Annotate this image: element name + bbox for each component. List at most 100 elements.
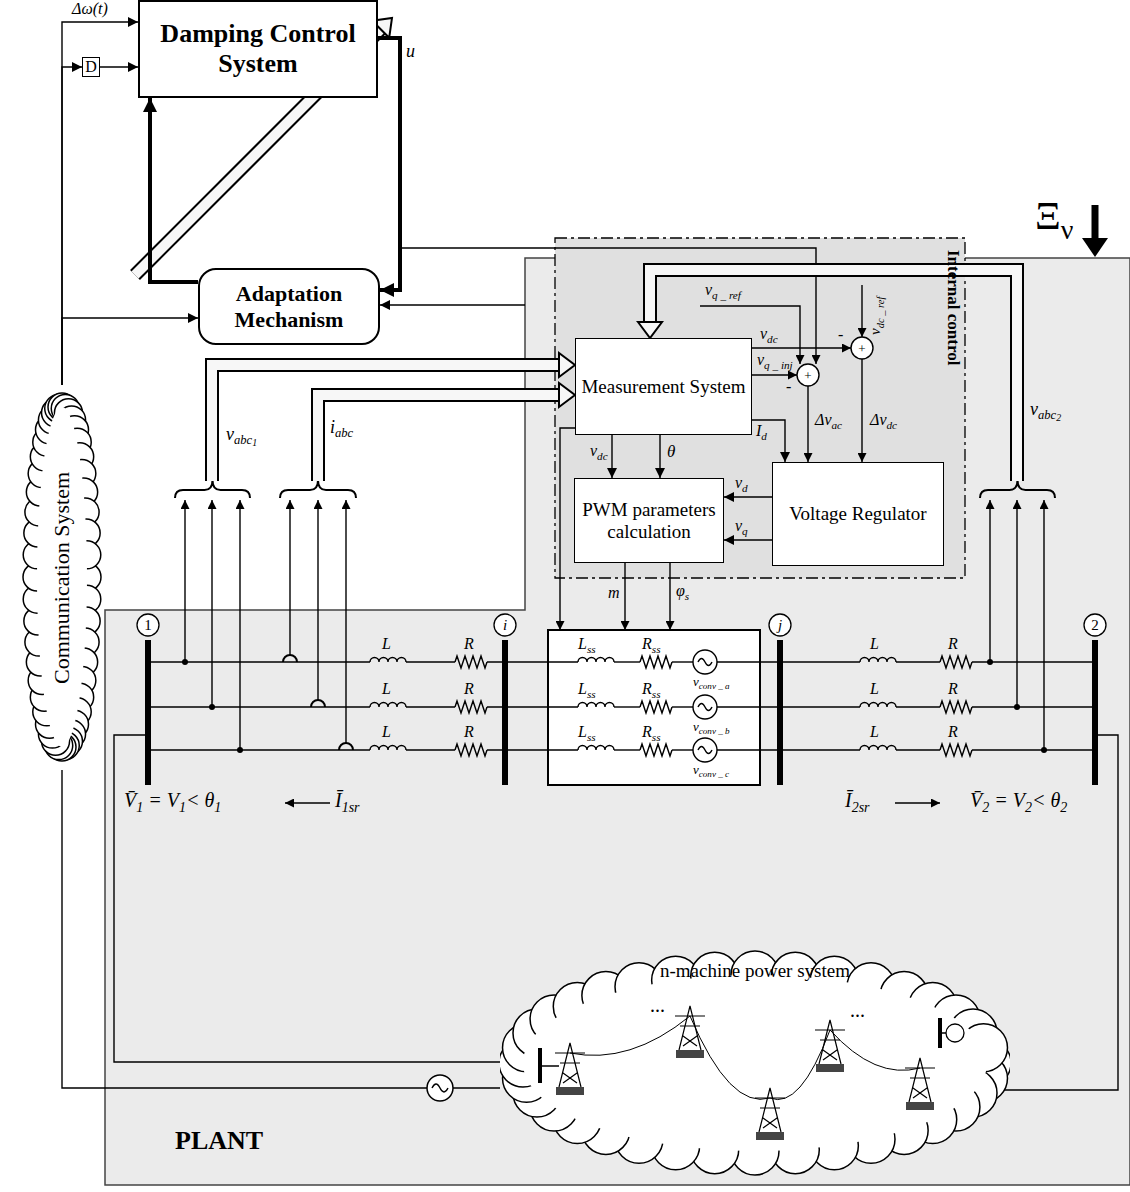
drawing-stroke bbox=[289, 500, 290, 655]
label-group: L bbox=[870, 724, 879, 740]
signal-label: q _ ref bbox=[712, 289, 741, 301]
signal-label: v bbox=[693, 674, 699, 689]
drawing-stroke bbox=[1016, 500, 1017, 707]
signal-label: ... bbox=[650, 994, 665, 1016]
bus-bar bbox=[540, 1018, 940, 1083]
signal-label: + bbox=[858, 341, 865, 356]
signal-label: s bbox=[685, 590, 689, 602]
signal-label: u bbox=[406, 41, 415, 61]
signal-label: Δω(t) bbox=[72, 0, 108, 17]
delay-box: D bbox=[82, 57, 100, 77]
signal-label: ss bbox=[652, 688, 661, 700]
label-group: - bbox=[838, 327, 843, 343]
summing-junction bbox=[797, 337, 873, 386]
signal-label: 2 bbox=[982, 800, 989, 815]
signal-label: Δv bbox=[815, 411, 832, 428]
signal-label: i bbox=[503, 617, 507, 633]
inductor-symbol bbox=[578, 658, 614, 663]
signal-label: v bbox=[867, 328, 883, 335]
signal-label: L bbox=[870, 723, 879, 740]
label-group: vconv _ c bbox=[693, 763, 729, 779]
label-group: - bbox=[786, 379, 791, 395]
signal-label: abc bbox=[234, 433, 252, 447]
tower-base bbox=[816, 1064, 844, 1072]
phase-line bbox=[672, 749, 693, 750]
signal-label: d bbox=[742, 482, 748, 494]
drawing-stroke bbox=[184, 500, 185, 662]
label-group: vconv _ a bbox=[693, 675, 730, 691]
phase-line bbox=[487, 749, 578, 750]
label-group: V̄2 = V2< θ2 bbox=[970, 790, 1067, 815]
phase-line bbox=[148, 661, 370, 662]
resistor-symbol bbox=[940, 701, 972, 713]
source-symbol bbox=[698, 659, 712, 666]
drawing-stroke bbox=[239, 500, 240, 750]
label-group: vd bbox=[735, 475, 748, 494]
source-symbol bbox=[698, 704, 712, 711]
signal-label: ss bbox=[587, 688, 596, 700]
node-text: Adaptation Mechanism bbox=[204, 281, 374, 332]
phase-line bbox=[717, 706, 860, 707]
signal-label: Ī bbox=[335, 789, 342, 811]
phase-line bbox=[406, 661, 455, 662]
phase-line bbox=[614, 749, 640, 750]
label-group: R bbox=[464, 724, 474, 740]
signal-label: v bbox=[693, 719, 699, 734]
drawing-stroke bbox=[211, 500, 212, 707]
label-group: u bbox=[406, 42, 415, 60]
signal-label: R bbox=[642, 723, 652, 740]
signal-label: 1 bbox=[136, 800, 143, 815]
hollow-arrow bbox=[559, 353, 575, 377]
signal-connector bbox=[611, 435, 612, 478]
pwm-block: PWM parameters calculation bbox=[574, 478, 724, 563]
signal-label: ss bbox=[587, 731, 596, 743]
node-text: Measurement System bbox=[581, 376, 745, 398]
source-symbol bbox=[698, 747, 712, 754]
signal-label: Ξ bbox=[1035, 193, 1061, 238]
current-sensor bbox=[339, 743, 353, 750]
signal-label: conv _ b bbox=[699, 726, 730, 736]
generator-symbol bbox=[432, 1084, 448, 1092]
hollow-arrow bbox=[212, 365, 559, 481]
signal-label: R bbox=[642, 635, 652, 652]
cloud-outline bbox=[37, 407, 87, 747]
node-text: Voltage Regulator bbox=[789, 503, 926, 525]
label-group: m bbox=[608, 585, 620, 601]
brace bbox=[175, 480, 250, 498]
label-group: L bbox=[382, 724, 391, 740]
brace bbox=[980, 480, 1055, 498]
brace bbox=[280, 480, 356, 498]
signal-label: ν bbox=[1061, 214, 1074, 245]
signal-label: Ī bbox=[845, 789, 852, 811]
source-symbol bbox=[693, 738, 717, 762]
node-text: PLANT bbox=[175, 1126, 263, 1156]
label-group: + bbox=[804, 369, 811, 382]
signal-connector bbox=[62, 318, 198, 385]
signal-label: φ bbox=[676, 582, 685, 599]
signal-label: - bbox=[786, 378, 791, 395]
current-sensor bbox=[283, 655, 297, 662]
tower-symbol bbox=[815, 1020, 845, 1064]
signal-label: v bbox=[760, 325, 767, 342]
inductor-symbol bbox=[578, 746, 614, 751]
label-group: Ī1sr bbox=[335, 790, 360, 815]
signal-wires bbox=[114, 205, 1118, 1090]
adaptation-block: Adaptation Mechanism bbox=[198, 268, 380, 345]
label-group: vq _ ref bbox=[705, 282, 741, 301]
drawing-stroke bbox=[1043, 500, 1044, 750]
signal-connector bbox=[62, 67, 82, 385]
power-system-cloud: n-machine power system bbox=[500, 948, 1010, 1178]
signal-label: v bbox=[226, 424, 234, 444]
label-group: V̄1 = V1< θ1 bbox=[124, 790, 221, 815]
phase-line bbox=[672, 661, 693, 662]
tower-symbol bbox=[905, 1058, 935, 1102]
signal-label: dc bbox=[887, 419, 898, 431]
resistor-symbol bbox=[940, 744, 972, 756]
label-group: φs bbox=[676, 583, 689, 602]
signal-label: dc bbox=[597, 450, 608, 462]
tower-base bbox=[756, 1132, 784, 1140]
signal-label: V̄ bbox=[124, 789, 136, 811]
plant-region: PLANTInternal controlMeasurement SystemP… bbox=[105, 258, 1130, 1185]
tower-base bbox=[676, 1050, 704, 1058]
phase-line bbox=[406, 706, 455, 707]
